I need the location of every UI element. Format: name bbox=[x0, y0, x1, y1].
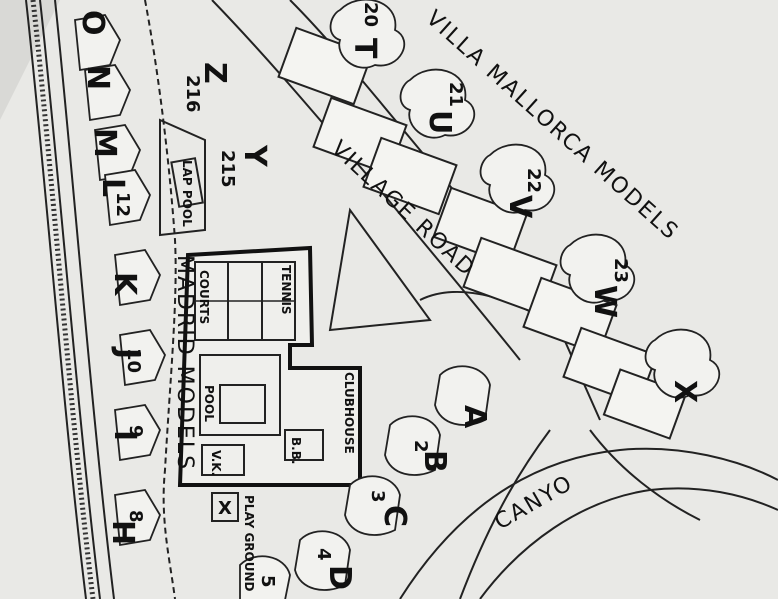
courts-label: COURTS bbox=[197, 270, 211, 324]
section-letter: X bbox=[667, 380, 702, 403]
tennis-label: TENNIS bbox=[279, 265, 293, 315]
madrid-models-label: MADRID MODELS bbox=[172, 255, 197, 471]
vk-building bbox=[201, 444, 245, 476]
unit-number: 4 bbox=[313, 548, 334, 561]
unit-number: 12 bbox=[112, 192, 133, 217]
left-buildings bbox=[74, 14, 167, 547]
section-letter: M bbox=[87, 128, 122, 158]
unit-number: 215 bbox=[217, 150, 238, 188]
section-letter: I bbox=[107, 430, 142, 441]
playground-label: PLAY GROUND bbox=[242, 495, 256, 592]
unit-number: 8 bbox=[125, 510, 146, 523]
canyon-road bbox=[399, 429, 778, 599]
lap-pool-area bbox=[159, 118, 206, 237]
section-letter: L bbox=[95, 178, 130, 197]
paper-shadow bbox=[0, 0, 60, 120]
section-letter: O bbox=[75, 10, 110, 36]
unit-number: 5 bbox=[257, 575, 278, 588]
unit-numbers: 20 21 22 23 216 215 12 10 9 8 2 3 4 5 bbox=[112, 2, 631, 588]
playground-x-mark: X bbox=[218, 498, 232, 519]
section-letter: B bbox=[417, 450, 452, 473]
pool-area bbox=[199, 354, 281, 436]
lap-pool-label: LAP POOL bbox=[180, 160, 194, 227]
unit-number: 9 bbox=[125, 425, 146, 438]
section-letter: T bbox=[347, 38, 382, 59]
unit-number: 23 bbox=[610, 258, 631, 283]
unit-number: 20 bbox=[360, 2, 381, 27]
section-letter: Y bbox=[237, 144, 272, 168]
playground bbox=[211, 492, 239, 522]
section-letter: D bbox=[322, 565, 357, 590]
pool bbox=[219, 384, 266, 424]
bottom-buildings bbox=[211, 365, 491, 599]
section-letter: V bbox=[502, 195, 537, 219]
section-letter: H bbox=[105, 520, 140, 545]
section-letter: N bbox=[80, 65, 115, 90]
unit-number: 21 bbox=[445, 82, 466, 107]
section-letter: W bbox=[587, 285, 622, 318]
unit-number: 216 bbox=[182, 75, 203, 113]
unit-number: 3 bbox=[367, 490, 388, 503]
section-letter: J bbox=[110, 346, 145, 359]
unit-number: 10 bbox=[123, 348, 144, 373]
vk-label: V.K. bbox=[209, 450, 223, 476]
parking-triangle bbox=[328, 207, 432, 332]
pool-label: POOL bbox=[202, 385, 216, 422]
section-letter: Z bbox=[197, 62, 232, 84]
unit-number: 2 bbox=[410, 440, 431, 453]
unit-number: 22 bbox=[523, 168, 544, 193]
townhouse-block bbox=[362, 136, 458, 216]
bb-label: B.B. bbox=[289, 437, 303, 464]
section-letter: A bbox=[457, 405, 492, 429]
clubhouse-label: CLUBHOUSE bbox=[342, 372, 356, 454]
left-boundary-road bbox=[25, 0, 115, 599]
section-letter: C bbox=[377, 505, 412, 527]
section-letter: K bbox=[107, 272, 142, 297]
walkway bbox=[144, 0, 177, 599]
tree-clusters bbox=[329, 0, 721, 399]
bb-building bbox=[284, 429, 324, 461]
section-letters: T U V W X Z Y A B C D O N M L K J I H bbox=[75, 10, 702, 590]
section-letter: U bbox=[422, 110, 457, 134]
amenity-complex bbox=[177, 245, 362, 487]
